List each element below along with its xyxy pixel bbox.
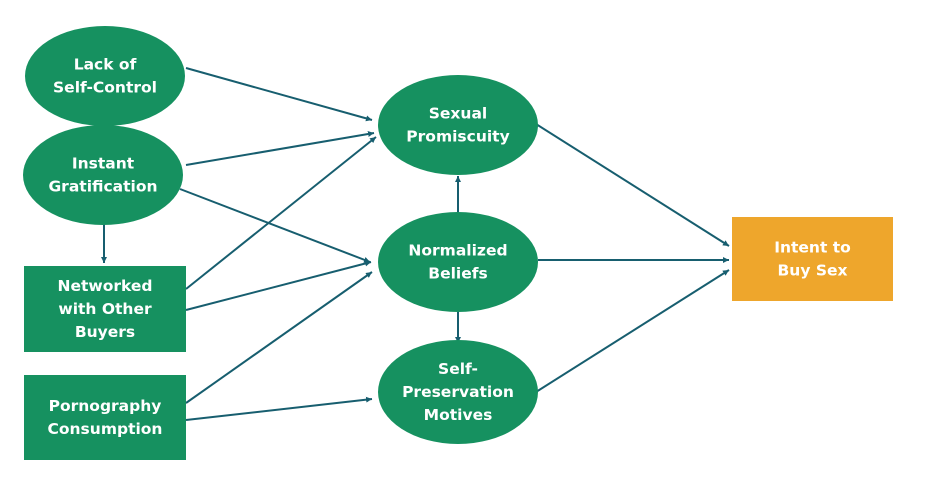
networked-with-other-buyers-box (24, 266, 186, 352)
self-preservation-motives-label-line-2: Preservation (402, 383, 514, 401)
node-lack-of-self-control: Lack of Self-Control (25, 26, 185, 126)
arrow-lack-of-self-control-to-sexual-promiscuity (185, 67, 373, 122)
networked-with-other-buyers-label-line-1: Networked (57, 277, 152, 295)
sexual-promiscuity-label-line-2: Promiscuity (406, 128, 509, 146)
self-preservation-motives-ellipse (378, 340, 538, 444)
lack-of-self-control-label-line-1: Lack of (74, 56, 137, 74)
sexual-promiscuity-label-line-1: Sexual (429, 105, 487, 123)
instant-gratification-ellipse (23, 125, 183, 225)
edges-layer (101, 67, 730, 421)
sexual-promiscuity-ellipse (378, 75, 538, 175)
intent-to-buy-sex-label-line-1: Intent to (774, 239, 851, 257)
lack-of-self-control-label-line-2: Self-Control (53, 79, 157, 97)
self-preservation-motives-label-line-1: Self- (438, 360, 478, 378)
arrow-networked-with-other-buyers-to-normalized-beliefs (185, 260, 372, 311)
arrow-pornography-consumption-to-normalized-beliefs (185, 271, 373, 404)
normalized-beliefs-ellipse (378, 212, 538, 312)
arrow-instant-gratification-to-sexual-promiscuity (185, 131, 375, 166)
pornography-consumption-label-line-2: Consumption (48, 420, 163, 438)
lack-of-self-control-ellipse (25, 26, 185, 126)
arrow-sexual-promiscuity-to-intent-to-buy-sex (535, 123, 730, 247)
intent-to-buy-sex-label-line-2: Buy Sex (777, 262, 847, 280)
arrow-instant-gratification-to-normalized-beliefs (179, 188, 371, 263)
normalized-beliefs-label-line-2: Beliefs (428, 265, 487, 283)
intent-to-buy-sex-box (732, 217, 893, 301)
arrow-pornography-consumption-to-self-preservation-motives (185, 396, 373, 421)
self-preservation-motives-label-line-3: Motives (424, 406, 493, 424)
arrow-self-preservation-motives-to-intent-to-buy-sex (535, 269, 730, 393)
instant-gratification-label-line-1: Instant (72, 155, 135, 173)
instant-gratification-label-line-2: Gratification (48, 178, 157, 196)
arrow-networked-with-other-buyers-to-sexual-promiscuity (185, 136, 377, 290)
nodes-layer: Lack of Self-ControlInstantGratificationN… (23, 26, 893, 460)
pornography-consumption-box (24, 375, 186, 460)
pornography-consumption-label-line-1: Pornography (49, 397, 162, 415)
networked-with-other-buyers-label-line-2: with Other (58, 300, 152, 318)
node-intent-to-buy-sex: Intent to Buy Sex (732, 217, 893, 301)
networked-with-other-buyers-label-line-3: Buyers (75, 323, 135, 341)
normalized-beliefs-label-line-1: Normalized (408, 242, 507, 260)
